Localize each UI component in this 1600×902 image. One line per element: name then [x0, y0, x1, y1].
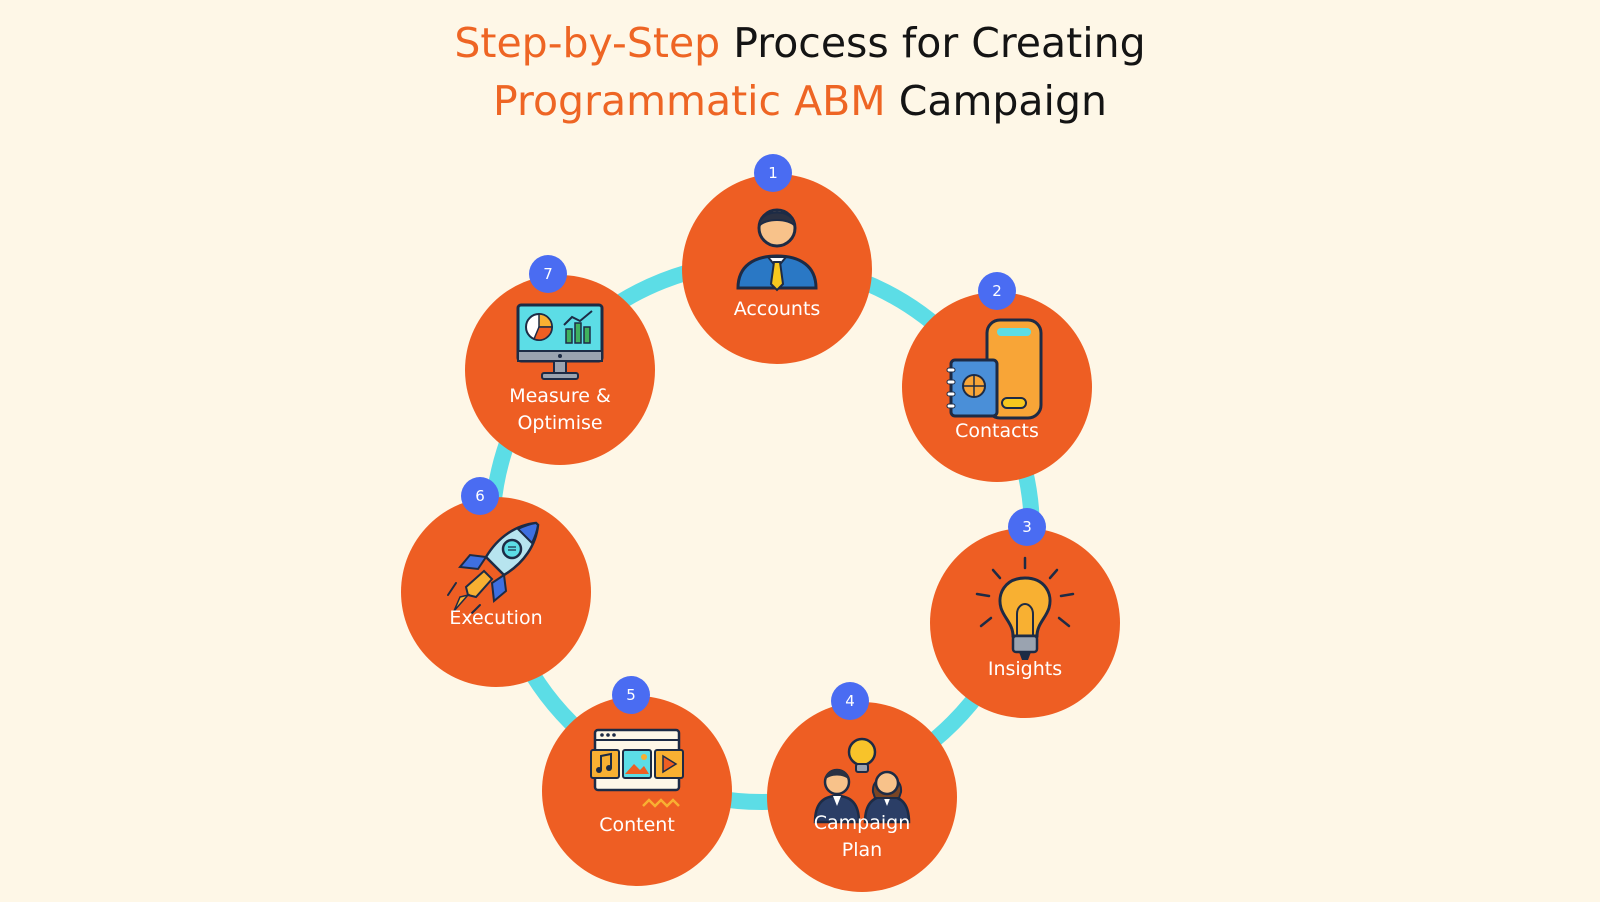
- step-contacts: Contacts 2: [902, 272, 1092, 482]
- step-label: Measure & Optimise: [509, 385, 611, 434]
- step-number-badge: 2: [978, 272, 1016, 310]
- step-insights: Insights 3: [930, 508, 1120, 718]
- step-number-badge: 3: [1008, 508, 1046, 546]
- title-accent-2: Programmatic ABM: [493, 77, 886, 125]
- step-number-badge: 4: [831, 682, 869, 720]
- title-rest-1: Process for Creating: [733, 19, 1146, 67]
- step-content: Content 5: [542, 676, 732, 886]
- step-number-badge: 7: [529, 255, 567, 293]
- step-label: Accounts: [733, 298, 821, 320]
- step-number-badge: 5: [612, 676, 650, 714]
- step-label: Execution: [449, 607, 543, 629]
- lightbulb-icon: [975, 556, 1075, 660]
- step-accounts: Accounts 1: [682, 154, 872, 364]
- title-accent-1: Step-by-Step: [454, 19, 721, 67]
- page-title: Step-by-Step Process for Creating Progra…: [0, 14, 1600, 130]
- title-line-1: Step-by-Step Process for Creating: [454, 19, 1145, 67]
- phone-address-book-icon: [946, 318, 1043, 420]
- title-rest-2: Campaign: [898, 77, 1107, 125]
- step-label: Content: [599, 814, 675, 836]
- team-idea-icon: [813, 737, 911, 824]
- step-label: Insights: [987, 658, 1063, 680]
- businessman-icon: [736, 208, 818, 292]
- step-execution: Execution 6: [401, 477, 591, 687]
- step-label: Campaign Plan: [813, 812, 911, 861]
- title-line-2: Programmatic ABM Campaign: [493, 77, 1107, 125]
- analytics-monitor-icon: [516, 303, 604, 380]
- step-measure-optimise: Measure & Optimise 7: [465, 255, 655, 465]
- step-number-badge: 1: [754, 154, 792, 192]
- media-content-icon: [590, 728, 684, 808]
- step-campaign-plan: Campaign Plan 4: [767, 682, 957, 892]
- step-label: Contacts: [955, 420, 1039, 442]
- rocket-icon: [447, 521, 540, 614]
- step-number-badge: 6: [461, 477, 499, 515]
